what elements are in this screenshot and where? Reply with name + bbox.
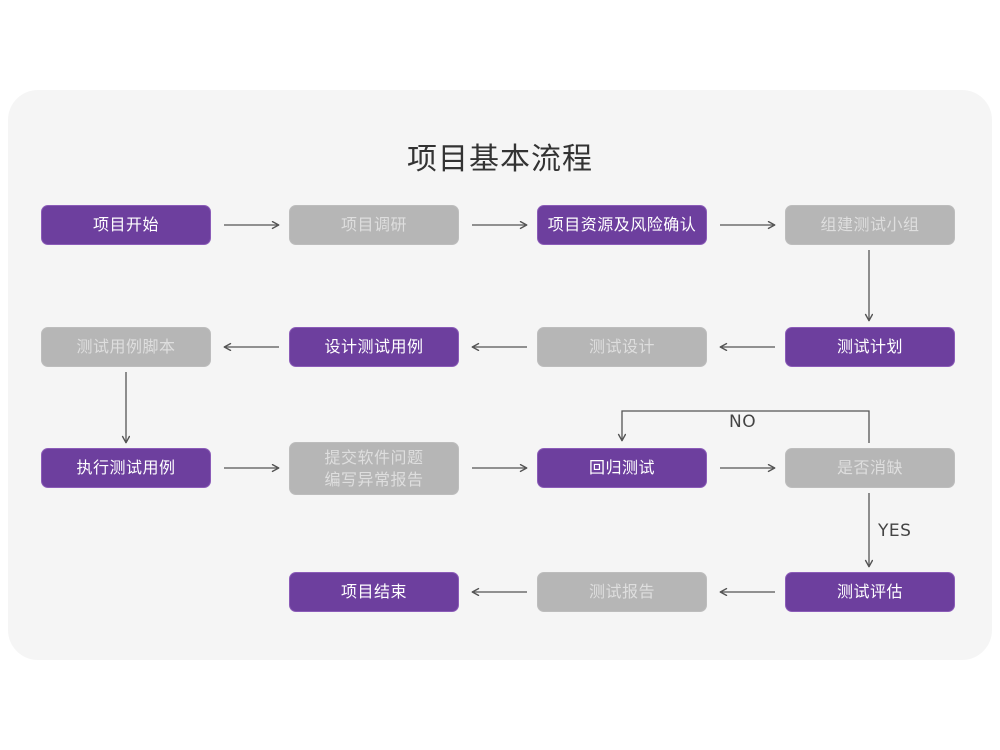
edge-label-yes: YES	[878, 521, 912, 541]
edge-label-no: NO	[729, 412, 757, 432]
node-test-case-script[interactable]: 测试用例脚本	[41, 327, 211, 367]
flowchart-card: 项目基本流程	[8, 90, 992, 660]
node-defect-resolved[interactable]: 是否消缺	[785, 448, 955, 488]
node-project-end[interactable]: 项目结束	[289, 572, 459, 612]
node-build-test-team[interactable]: 组建测试小组	[785, 205, 955, 245]
node-test-evaluation[interactable]: 测试评估	[785, 572, 955, 612]
node-execute-test-case[interactable]: 执行测试用例	[41, 448, 211, 488]
page-title: 项目基本流程	[407, 142, 593, 177]
node-resource-risk-confirm[interactable]: 项目资源及风险确认	[537, 205, 707, 245]
node-design-test-case[interactable]: 设计测试用例	[289, 327, 459, 367]
node-test-design[interactable]: 测试设计	[537, 327, 707, 367]
node-project-research[interactable]: 项目调研	[289, 205, 459, 245]
node-project-start[interactable]: 项目开始	[41, 205, 211, 245]
node-regression-test[interactable]: 回归测试	[537, 448, 707, 488]
node-test-report[interactable]: 测试报告	[537, 572, 707, 612]
node-submit-defect-report[interactable]: 提交软件问题 编写异常报告	[289, 442, 459, 495]
node-test-plan[interactable]: 测试计划	[785, 327, 955, 367]
